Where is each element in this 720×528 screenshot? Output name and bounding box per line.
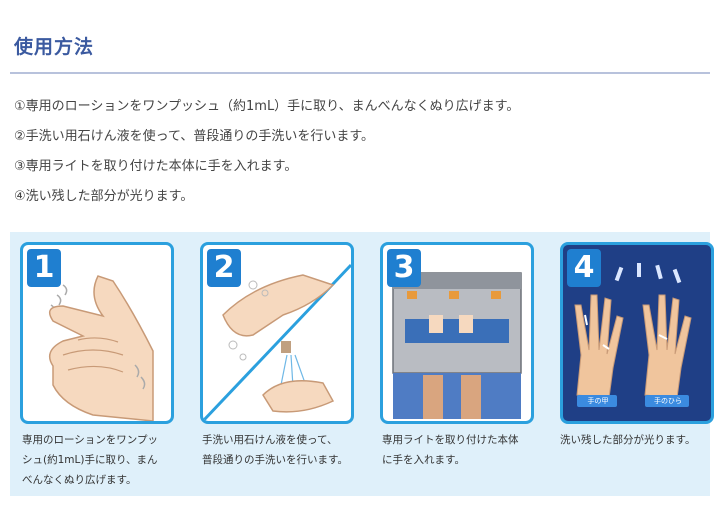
step-card-1: 1 <box>20 242 174 424</box>
glowing-hands-illustration <box>574 263 692 407</box>
step-number-badge: 1 <box>27 249 61 287</box>
step-number-badge: 2 <box>207 249 241 287</box>
step-number-badge: 3 <box>387 249 421 287</box>
caption-line: 専用ライトを取り付けた本体 <box>382 434 519 446</box>
illustration-panel: 1 2 3 <box>10 232 714 496</box>
caption-line: 手洗い用石けん液を使って、 <box>202 434 338 446</box>
step-number-badge: 4 <box>567 249 601 287</box>
step-card-4: 4 手の甲 手のひら <box>560 242 714 424</box>
step-line-4: ④洗い残した部分が光ります。 <box>14 189 194 204</box>
caption-line: 洗い残した部分が光ります。 <box>560 434 696 446</box>
title-divider <box>10 72 710 74</box>
page-title: 使用方法 <box>14 36 95 58</box>
step-line-2: ②手洗い用石けん液を使って、普段通りの手洗いを行います。 <box>14 129 375 144</box>
step-line-3: ③専用ライトを取り付けた本体に手を入れます。 <box>14 159 298 174</box>
hand-label-back: 手の甲 <box>587 397 609 405</box>
card-caption-4: 洗い残した部分が光ります。 <box>560 430 708 450</box>
step-card-3: 3 <box>380 242 534 424</box>
step-line-1: ①専用のローションをワンプッシュ（約1mL）手に取り、まんべんなくぬり広げます。 <box>14 99 520 114</box>
hands-washing-illustration <box>203 263 351 421</box>
card-caption-1: 専用のローションをワンプッ シュ(約1mL)手に取り、まん べんなくぬり広げます… <box>22 430 190 490</box>
card-caption-3: 専用ライトを取り付けた本体 に手を入れます。 <box>382 430 550 470</box>
hand-label-palm: 手のひら <box>654 397 682 405</box>
step-card-2: 2 <box>200 242 354 424</box>
card-caption-2: 手洗い用石けん液を使って、 普段通りの手洗いを行います。 <box>202 430 370 470</box>
steps-list: ①専用のローションをワンプッシュ（約1mL）手に取り、まんべんなくぬり広げます。… <box>14 96 704 216</box>
caption-line: べんなくぬり広げます。 <box>22 474 137 486</box>
caption-line: 専用のローションをワンプッ <box>22 434 158 446</box>
light-box-illustration <box>392 272 522 419</box>
caption-line: 普段通りの手洗いを行います。 <box>202 454 348 466</box>
caption-line: に手を入れます。 <box>382 454 465 466</box>
caption-line: シュ(約1mL)手に取り、まん <box>22 454 158 466</box>
hands-rubbing-illustration <box>48 275 154 421</box>
